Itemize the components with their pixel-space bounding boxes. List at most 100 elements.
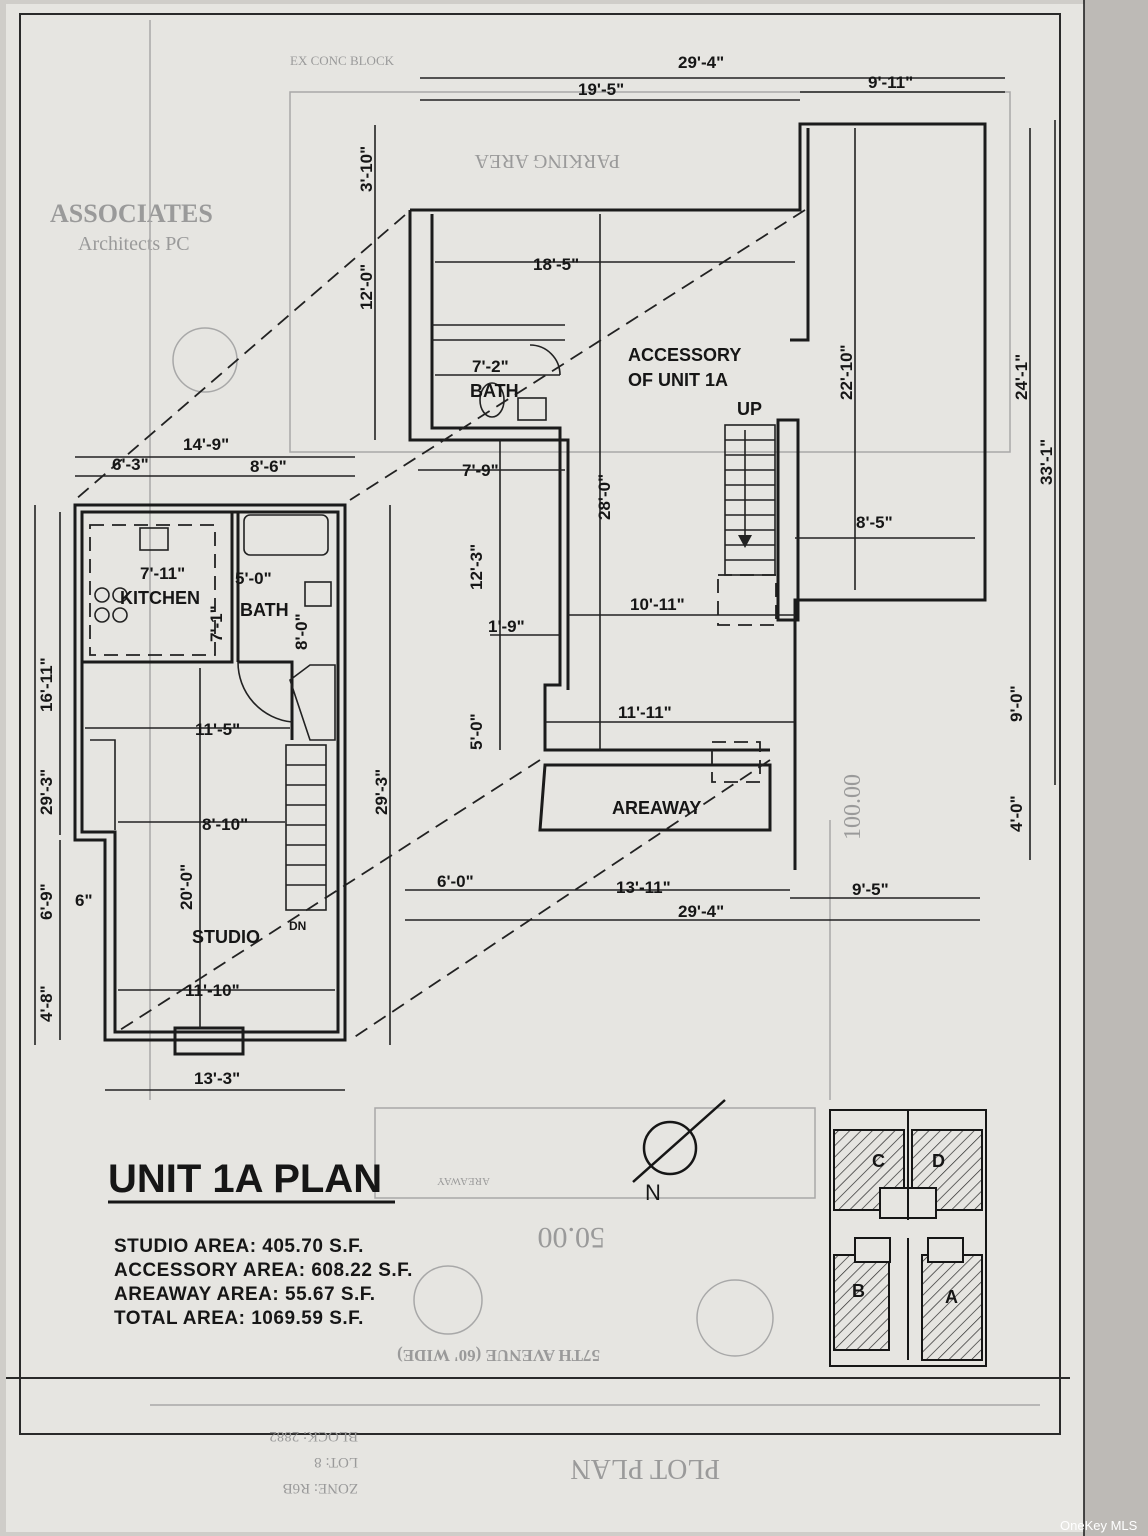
studio-walls-outer: [73, 503, 347, 1042]
accessory-plan: ACCESSORY OF UNIT 1A UP BATH AREAWAY 29'…: [74, 53, 1056, 1041]
stair-up-label: UP: [737, 399, 762, 419]
accessory-area-text: ACCESSORY AREA: 608.22 S.F.: [114, 1260, 413, 1281]
studio-walls-inner: [80, 510, 340, 1034]
studio-label: STUDIO: [192, 927, 260, 947]
stove-burner-icon: [94, 607, 110, 623]
dim-top-total-label: 29'-4": [678, 53, 724, 72]
bg-architects: Architects PC: [78, 233, 190, 255]
dim-8-6-label: 8'-6": [250, 457, 287, 476]
studio-bath-label: BATH: [240, 600, 289, 620]
north-label: N: [645, 1180, 661, 1205]
bg-zone: ZONE: R6B: [283, 1480, 358, 1496]
bg-conc-block: EX CONC BLOCK: [290, 53, 395, 68]
stair-wall: [776, 418, 800, 622]
bg-plot-plan: PLOT PLAN: [570, 1453, 720, 1484]
dim-29-3-left-label: 29'-3": [37, 769, 56, 815]
toilet-icon: [479, 382, 505, 418]
dim-5-0a-label: 5'-0": [235, 569, 272, 588]
areaway-outline: [538, 763, 772, 832]
paper-shade: [1084, 0, 1148, 1536]
dim-24-1-label: 24'-1": [1012, 354, 1031, 400]
areaway-label: AREAWAY: [612, 798, 701, 818]
kitchen-counter-outline: [89, 524, 216, 656]
dim-top-left-label: 19'-5": [578, 80, 624, 99]
plan-title: UNIT 1A PLAN: [108, 1157, 382, 1201]
areaway-window: [711, 741, 761, 783]
dim-4-8-label: 4'-8": [37, 985, 56, 1022]
dim-12-0-label: 12'-0": [357, 264, 376, 310]
dim-18-5-label: 18'-5": [533, 255, 579, 274]
dim-6-label: 6": [75, 891, 93, 910]
key-label-b: B: [852, 1281, 865, 1301]
dim-29-3-mid-label: 29'-3": [372, 769, 391, 815]
dim-10-11-label: 10'-11": [630, 595, 685, 614]
dim-11-10-label: 11'-10": [185, 981, 240, 1000]
dim-7-11-label: 7'-11": [140, 564, 185, 583]
kitchen-sink-icon: [139, 527, 169, 551]
dim-1-9-label: 1'-9": [488, 617, 525, 636]
stair-down-icon: [285, 664, 336, 911]
bg-lot: LOT: 8: [314, 1454, 358, 1470]
bg-fifty: 50.00: [538, 1221, 606, 1254]
projection-line-2: [349, 209, 806, 501]
dim-8-5-label: 8'-5": [856, 513, 893, 532]
stove-burner-icon: [112, 587, 128, 603]
accessory-column: [790, 128, 810, 342]
dim-13-11-label: 13'-11": [616, 878, 671, 897]
dim-11-11-label: 11'-11": [618, 703, 672, 722]
key-label-a: A: [945, 1287, 958, 1307]
bathtub-icon: [243, 514, 329, 556]
dim-6-0-label: 6'-0": [437, 872, 474, 891]
bg-building-outline: [289, 91, 1011, 453]
accessory-bath-wall: [408, 210, 570, 690]
dim-14-9-label: 14'-9": [183, 435, 229, 454]
bg-terrace: [374, 1107, 816, 1199]
door-swing-icon: [529, 344, 561, 376]
bg-hundred: 100.00: [840, 774, 866, 840]
dim-11-5-label: 11'-5": [195, 720, 240, 739]
dim-33-1-label: 33'-1": [1037, 439, 1056, 485]
bg-areaway: AREAWAY: [437, 1175, 490, 1187]
dim-6-3-label: 6'-3": [112, 455, 149, 474]
key-unit-b: [833, 1254, 890, 1351]
dim-3-10-label: 3'-10": [357, 146, 376, 192]
projection-line-3: [349, 759, 771, 1041]
north-arrow-icon: [632, 1099, 726, 1183]
key-label-d: D: [932, 1151, 945, 1171]
bg-avenue: 57TH AVENUE (60' WIDE): [397, 1346, 600, 1365]
dim-4-0-label: 4'-0": [1007, 795, 1026, 832]
dim-29-4-bottom-label: 29'-4": [678, 902, 724, 921]
bath-sink-icon: [304, 581, 332, 607]
dim-12-3-label: 12'-3": [467, 544, 486, 590]
bg-block: BLOCK: 2882: [269, 1428, 358, 1444]
entry-window: [173, 1026, 245, 1056]
stair-up-icon: [717, 424, 777, 626]
dim-9-0-label: 9'-0": [1007, 685, 1026, 722]
accessory-unit-label: OF UNIT 1A: [628, 370, 728, 390]
sheet-border: [19, 13, 1061, 1435]
bg-parking: PARKING AREA: [474, 150, 620, 172]
dim-7-9-label: 7'-9": [462, 461, 499, 480]
projection-line-1: [74, 214, 406, 501]
bg-associates: ASSOCIATES: [50, 199, 213, 228]
dim-7-1-label: 7'-1": [207, 605, 226, 642]
kitchen-label: KITCHEN: [120, 588, 200, 608]
projection-line-4: [119, 759, 541, 1031]
door-swing-icon: [237, 661, 293, 723]
dim-16-11-label: 16'-11": [37, 657, 56, 712]
kitchen-wall: [82, 512, 234, 664]
studio-plan: KITCHEN BATH STUDIO DN 14'-9" 6'-3" 8'-6…: [34, 435, 391, 1091]
stair-down-label: DN: [289, 919, 306, 933]
accessory-label: ACCESSORY: [628, 345, 741, 365]
bleed-through-layer: EX CONC BLOCK ASSOCIATES Architects PC P…: [50, 20, 1040, 1496]
bg-tree-1: [413, 1265, 483, 1335]
dim-8-10-label: 8'-10": [202, 815, 248, 834]
dim-22-10-label: 22'-10": [837, 344, 856, 400]
stove-burner-icon: [94, 587, 110, 603]
dim-6-9-label: 6'-9": [37, 883, 56, 920]
bg-tree-2: [696, 1279, 774, 1357]
dim-28-0-label: 28'-0": [595, 474, 614, 520]
bath-wall: [236, 512, 294, 740]
total-area-text: TOTAL AREA: 1069.59 S.F.: [114, 1308, 364, 1329]
